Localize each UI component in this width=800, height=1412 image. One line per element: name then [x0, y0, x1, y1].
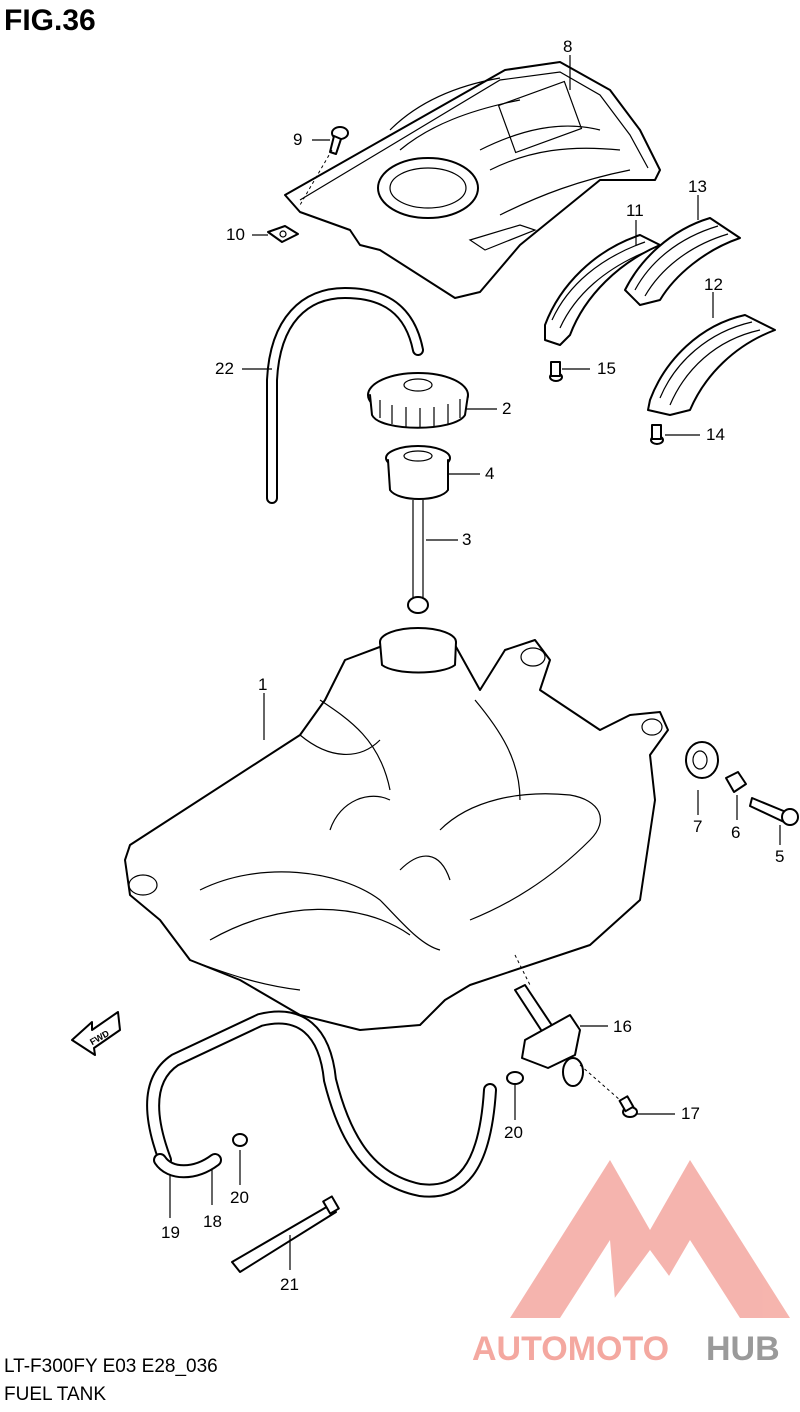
- callout-18: 18: [203, 1212, 222, 1231]
- callout-11: 11: [626, 201, 644, 220]
- diagram-caption: FUEL TANK: [4, 1384, 107, 1405]
- model-code-label: LT-F300FY E03 E28_036: [4, 1356, 218, 1377]
- callout-7: 7: [693, 817, 702, 836]
- callout-20-lower: 20: [230, 1188, 249, 1207]
- watermark-logo: [510, 1160, 790, 1318]
- part-19-fuel-hose: [146, 1010, 497, 1198]
- part-1-fuel-tank: [124, 627, 669, 1031]
- part-20-clamp-lower: [232, 1133, 248, 1147]
- part-16-fuel-valve: [514, 954, 584, 1087]
- callout-21: 21: [280, 1275, 299, 1294]
- callout-14: 14: [706, 425, 725, 444]
- callout-3: 3: [462, 530, 471, 549]
- part-2-fuel-cap: [367, 372, 469, 429]
- watermark-text-automoto: AUTOMOTO: [472, 1330, 669, 1368]
- callout-15: 15: [597, 359, 616, 378]
- part-9-bolt: [299, 126, 349, 206]
- part-7-grommet: [685, 741, 719, 779]
- callout-8: 8: [563, 37, 572, 56]
- callout-13: 13: [688, 177, 707, 196]
- part-3-cap-strap: [407, 500, 429, 614]
- callout-10: 10: [226, 225, 245, 244]
- callout-20-upper: 20: [504, 1123, 523, 1142]
- callout-5: 5: [775, 847, 784, 866]
- part-4-cap-gasket: [385, 445, 451, 500]
- part-22-breather-hose: [266, 286, 424, 504]
- watermark-text-hub: HUB: [706, 1330, 780, 1368]
- callout-9: 9: [293, 130, 302, 149]
- callout-1: 1: [258, 675, 267, 694]
- callout-12: 12: [704, 275, 723, 294]
- part-20-clamp-upper: [506, 1071, 524, 1085]
- callout-16: 16: [613, 1017, 632, 1036]
- part-14-bolt: [650, 424, 664, 445]
- part-21-cable-tie: [231, 1195, 340, 1273]
- part-10-nut: [267, 225, 299, 243]
- callout-22: 22: [215, 359, 234, 378]
- fwd-arrow-icon: FWD: [71, 1011, 121, 1056]
- callout-17: 17: [681, 1104, 700, 1123]
- callout-4: 4: [485, 464, 494, 483]
- callout-6: 6: [731, 823, 740, 842]
- part-13-bracket: [624, 217, 741, 306]
- part-17-screw: [579, 1064, 638, 1118]
- part-8-cover: [284, 61, 661, 299]
- part-6-collar: [725, 771, 747, 793]
- figure-title: FIG.36: [4, 4, 96, 37]
- callout-2: 2: [502, 399, 511, 418]
- callout-19: 19: [161, 1223, 180, 1242]
- callout-leaders: [169, 55, 781, 1270]
- part-5-bolt: [749, 797, 799, 826]
- part-12-bracket: [647, 314, 776, 416]
- part-15-bolt: [549, 361, 563, 382]
